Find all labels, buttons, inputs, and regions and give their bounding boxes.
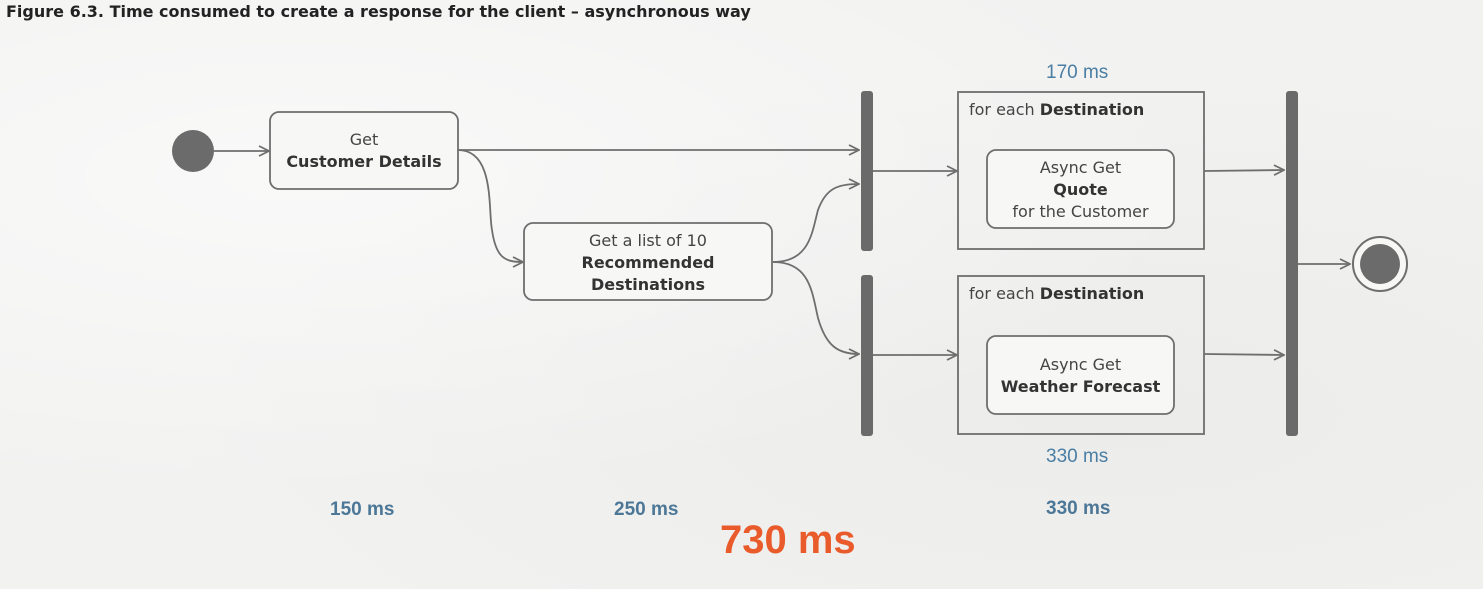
customer-details-label: Get Customer Details xyxy=(270,129,458,173)
quote-time-label: 170 ms xyxy=(1046,62,1109,83)
fork-bar-bottom xyxy=(861,275,873,436)
fork-bar-top xyxy=(861,91,873,251)
quote-line3: for the Customer xyxy=(1012,202,1149,221)
step2-time-label: 250 ms xyxy=(614,499,679,520)
weather-line1: Async Get xyxy=(1039,355,1122,374)
destinations-line2: Recommended xyxy=(581,253,715,272)
step3-time-label: 330 ms xyxy=(1046,498,1111,519)
quote-box xyxy=(986,149,1175,229)
quote-region-box xyxy=(957,91,1205,250)
edge-destinations-to-fork-top xyxy=(772,184,859,263)
weather-line2: Weather Forecast xyxy=(1000,377,1161,396)
quote-region-label: for each Destination xyxy=(969,100,1145,119)
quote-line1: Async Get xyxy=(1039,158,1122,177)
destinations-line3: Destinations xyxy=(590,275,705,294)
destinations-line1: Get a list of 10 xyxy=(589,231,707,250)
weather-label: Async Get Weather Forecast xyxy=(987,354,1174,398)
figure-caption: Figure 6.3. Time consumed to create a re… xyxy=(6,2,751,21)
weather-box xyxy=(986,335,1175,415)
weather-time-label: 330 ms xyxy=(1046,446,1109,467)
step1-time-label: 150 ms xyxy=(330,499,395,520)
customer-details-line1: Get xyxy=(349,130,379,149)
quote-label: Async Get Quote for the Customer xyxy=(987,157,1174,223)
join-bar xyxy=(1286,91,1298,436)
weather-region-box xyxy=(957,275,1205,435)
edge-weather-region-to-join xyxy=(1203,354,1284,355)
destinations-label: Get a list of 10 Recommended Destination… xyxy=(524,230,772,296)
customer-details-box xyxy=(269,111,459,190)
edge-destinations-to-fork-bottom xyxy=(772,261,859,354)
edge-quote-region-to-join xyxy=(1203,170,1284,171)
weather-region-label: for each Destination xyxy=(969,284,1145,303)
customer-details-line2: Customer Details xyxy=(286,152,442,171)
quote-line2: Quote xyxy=(1053,180,1108,199)
total-time-label: 730 ms xyxy=(720,518,856,562)
final-node-core xyxy=(1360,244,1400,284)
initial-node xyxy=(172,130,214,172)
edge-customer-to-destinations xyxy=(457,149,523,262)
destinations-box xyxy=(523,222,773,301)
